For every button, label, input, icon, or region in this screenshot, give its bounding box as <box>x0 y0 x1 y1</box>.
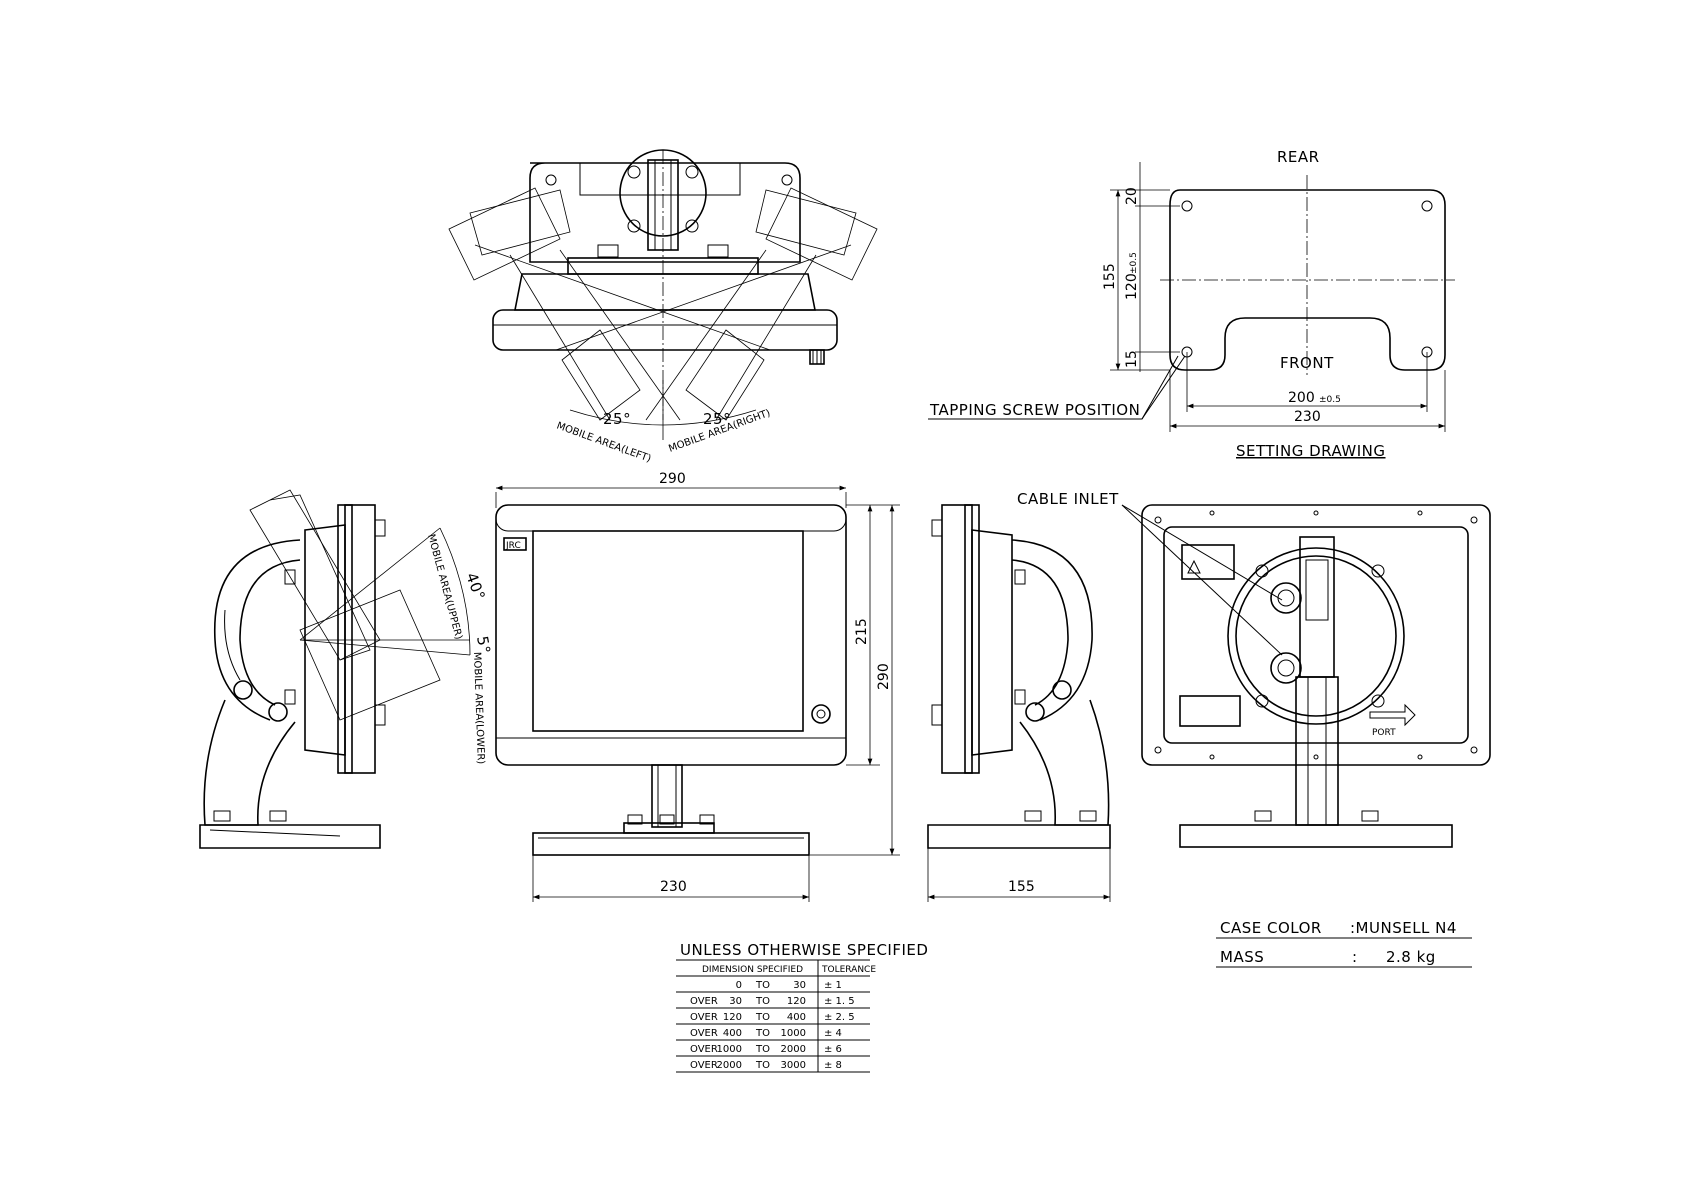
setting-dim-120: 120 <box>1124 273 1140 300</box>
tapping-screw-label: TAPPING SCREW POSITION <box>929 401 1140 419</box>
angle-upper-label: 40° <box>462 570 489 603</box>
setting-dim-155: 155 <box>1102 263 1118 290</box>
tolerance-header-tolerance: TOLERANCE <box>821 965 876 975</box>
tolerance-row-prefix: OVER <box>690 1012 718 1023</box>
front-knob <box>811 704 831 724</box>
tolerance-row-to-word: TO <box>755 1028 770 1039</box>
right-side-view: 155 <box>927 504 1111 902</box>
setting-rear-label: REAR <box>1277 148 1320 166</box>
mass-label: MASS <box>1220 948 1264 966</box>
top-view-swing-ghosts <box>448 187 878 421</box>
tolerance-row-from: 1000 <box>717 1044 742 1055</box>
port-label: PORT <box>1372 728 1396 738</box>
setting-dim-200-tol: ±0.5 <box>1319 395 1341 405</box>
tolerance-row-value: ± 6 <box>824 1044 842 1055</box>
case-color-label: CASE COLOR <box>1220 919 1322 937</box>
front-dim-panel-height: 215 <box>854 618 870 645</box>
case-notes: CASE COLOR :MUNSELL N4 MASS : 2.8 kg <box>1216 919 1472 968</box>
setting-front-label: FRONT <box>1280 354 1334 372</box>
tolerance-row-prefix: OVER <box>690 1028 718 1039</box>
mass-value: 2.8 kg <box>1386 948 1436 966</box>
tolerance-row-prefix: OVER <box>690 1060 718 1071</box>
tolerance-row-prefix: OVER <box>690 996 718 1007</box>
tolerance-row-from: 30 <box>729 996 742 1007</box>
tolerance-row-value: ± 1. 5 <box>824 996 855 1007</box>
rear-view: CABLE INLET PORT <box>1017 490 1491 848</box>
tolerance-row-to: 400 <box>787 1012 806 1023</box>
tolerance-row-from: 120 <box>723 1012 742 1023</box>
tolerance-row-to-word: TO <box>755 996 770 1007</box>
warning-icon <box>1187 559 1201 574</box>
tolerance-row-prefix: OVER <box>690 1044 718 1055</box>
jrc-logo-text: JRC <box>505 541 521 551</box>
top-screw-hole-right <box>781 174 793 186</box>
tolerance-row-to-word: TO <box>755 1060 770 1071</box>
front-dim-base-width: 230 <box>660 879 687 895</box>
mobile-area-upper-label: MOBILE AREA(UPPER) <box>425 533 464 641</box>
tolerance-row-value: ± 8 <box>824 1060 842 1071</box>
front-dim-total-height: 290 <box>876 663 892 690</box>
cable-inlet-lower <box>1270 652 1302 684</box>
tolerance-row-to: 3000 <box>781 1060 806 1071</box>
tolerance-row-to-word: TO <box>755 980 770 991</box>
tolerance-row-value: ± 1 <box>824 980 842 991</box>
tolerance-table-title: UNLESS OTHERWISE SPECIFIED <box>680 941 928 959</box>
top-view: 25° 25° MOBILE AREA(LEFT) MOBILE AREA(RI… <box>448 149 878 465</box>
tolerance-row-to: 120 <box>787 996 806 1007</box>
cable-inlet-upper <box>1270 582 1302 614</box>
setting-dim-15: 15 <box>1124 350 1140 368</box>
setting-drawing: REAR FRONT 155 20 120 ±0.5 15 200 ±0.5 2… <box>928 148 1455 460</box>
setting-dim-200: 200 <box>1288 390 1315 406</box>
tolerance-row-from: 400 <box>723 1028 742 1039</box>
top-screw-hole-left <box>545 174 557 186</box>
front-dim-width: 290 <box>659 471 686 487</box>
tolerance-row-to: 1000 <box>781 1028 806 1039</box>
tolerance-row-to-word: TO <box>755 1044 770 1055</box>
mass-sep: : <box>1352 948 1358 966</box>
setting-drawing-title: SETTING DRAWING <box>1236 442 1386 460</box>
setting-dim-120-tol: ±0.5 <box>1129 252 1139 274</box>
left-side-view: 40° MOBILE AREA(UPPER) 5° MOBILE AREA(LO… <box>199 489 494 849</box>
tolerance-row-to: 30 <box>793 980 806 991</box>
angle-lower-label: 5° <box>473 635 494 656</box>
jrc-logo <box>503 537 527 551</box>
tolerance-table: UNLESS OTHERWISE SPECIFIED DIMENSION SPE… <box>676 941 928 1073</box>
setting-hole-rear-left <box>1181 200 1193 212</box>
tolerance-row-to: 2000 <box>781 1044 806 1055</box>
setting-dim-20: 20 <box>1124 187 1140 205</box>
tolerance-row-from: 0 <box>736 980 742 991</box>
angle-right-label: 25° <box>703 410 731 428</box>
setting-dim-230: 230 <box>1294 409 1321 425</box>
warning-label <box>1181 544 1235 580</box>
tolerance-row-from: 2000 <box>717 1060 742 1071</box>
setting-hole-rear-right <box>1421 200 1433 212</box>
tolerance-row-to-word: TO <box>755 1012 770 1023</box>
tolerance-header-dimension: DIMENSION SPECIFIED <box>702 965 803 975</box>
angle-left-label: 25° <box>603 410 631 428</box>
case-color-value: :MUNSELL N4 <box>1350 919 1457 937</box>
front-view: 290 JRC 215 290 230 <box>495 471 900 902</box>
cable-inlet-label: CABLE INLET <box>1017 490 1119 508</box>
mobile-area-lower-label: MOBILE AREA(LOWER) <box>471 652 486 765</box>
side-dim-depth: 155 <box>1008 879 1035 895</box>
tolerance-row-value: ± 2. 5 <box>824 1012 855 1023</box>
tolerance-row-value: ± 4 <box>824 1028 842 1039</box>
